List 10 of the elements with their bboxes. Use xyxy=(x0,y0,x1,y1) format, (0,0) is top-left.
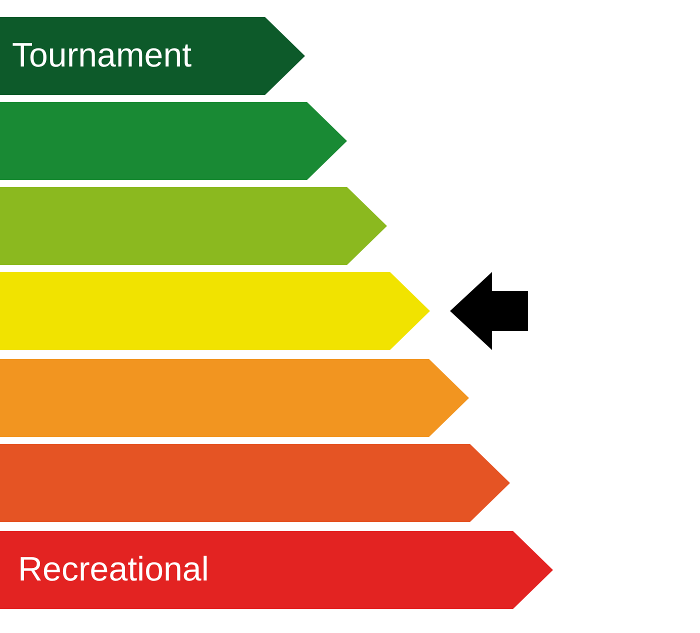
pointer-arrow xyxy=(450,272,528,350)
rating-arrow-bar xyxy=(0,187,387,265)
rating-arrow-bar xyxy=(0,272,430,350)
rating-arrow-bar xyxy=(0,359,469,437)
rating-arrow-bar xyxy=(0,17,305,95)
rating-arrow-bar xyxy=(0,444,510,522)
rating-arrow-bar xyxy=(0,531,553,609)
rating-label: Tournament xyxy=(12,36,192,76)
rating-arrow-bar xyxy=(0,102,347,180)
rating-label: Recreational xyxy=(18,550,209,590)
